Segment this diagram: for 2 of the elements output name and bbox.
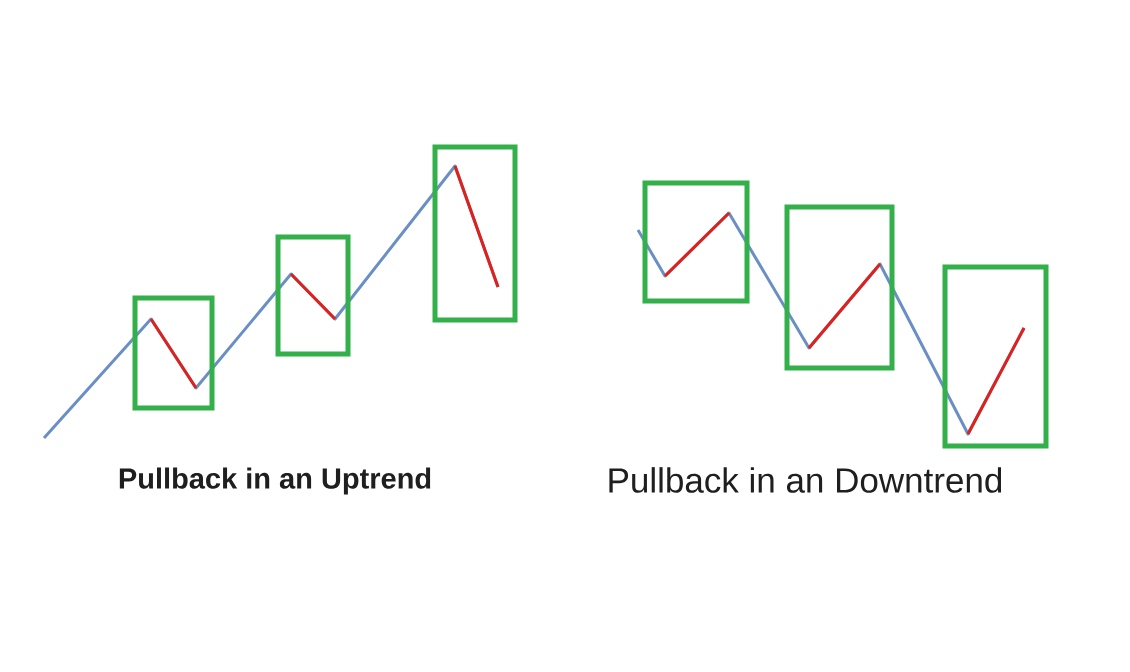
- caption-text: Pullback in an Downtrend: [609, 467, 1002, 493]
- caption-text: Pullback in an Uptrend: [119, 467, 431, 495]
